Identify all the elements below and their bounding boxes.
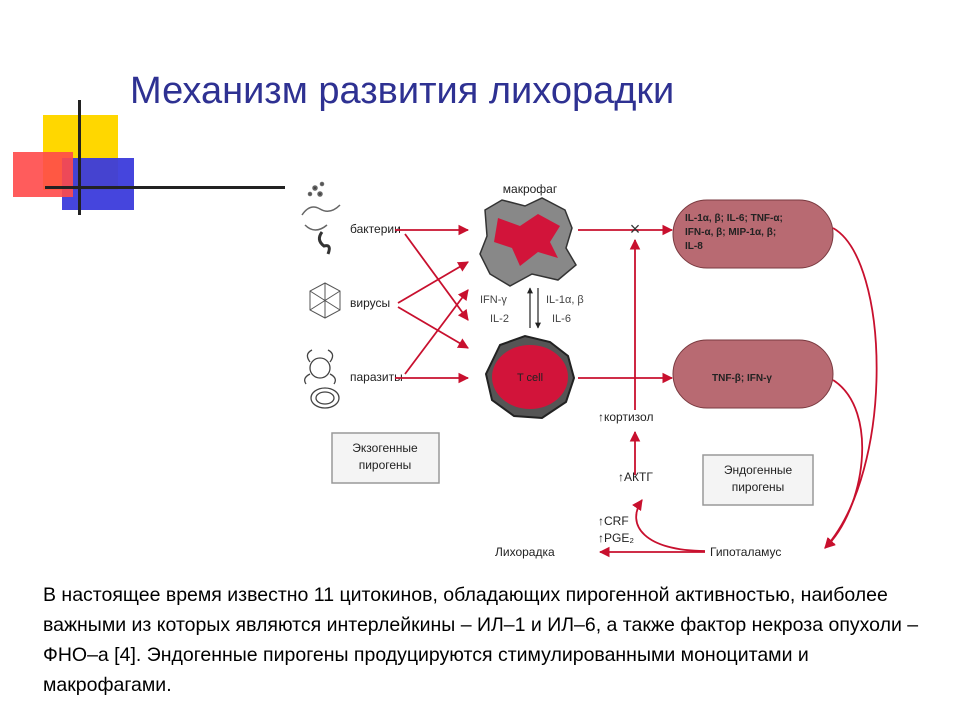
- exogenous-box: [331, 432, 440, 484]
- slide-caption: В настоящее время известно 11 цитокинов,…: [43, 584, 919, 696]
- bacteria-icon: [301, 181, 341, 255]
- endogenous-label-line2: пирогены: [732, 480, 785, 494]
- parasite-icon: [304, 349, 340, 409]
- deco-vertical-line: [78, 100, 81, 215]
- macrophage-nucleus: [494, 214, 560, 266]
- tcell-nucleus: [492, 345, 568, 409]
- viruses-label: вирусы: [350, 296, 390, 310]
- cytokine-il1: IL-1α, β: [546, 294, 584, 306]
- pathogen-arrows: [395, 224, 470, 384]
- crf-label: ↑CRF: [598, 514, 629, 528]
- pill1-line1: IL-1α, β; IL-6; TNF-α;: [685, 213, 783, 224]
- endogenous-label-line1: Эндогенные: [724, 463, 793, 477]
- acth-label: ↑АКТГ: [618, 470, 653, 484]
- exogenous-label-line1: Экзогенные: [352, 441, 418, 455]
- cytokine-pill-macrophage: [672, 199, 834, 269]
- macrophage-label: макрофаг: [503, 182, 558, 196]
- pill1-line3: IL-8: [685, 241, 703, 252]
- deco-horizontal-line: [45, 186, 285, 189]
- endogenous-box: [702, 454, 814, 506]
- cytokine-il6: IL-6: [552, 313, 571, 325]
- bacteria-label: бактерии: [350, 222, 401, 236]
- pill-to-hypothalamus-arrows: [598, 227, 878, 558]
- deco-red-square: [13, 152, 73, 197]
- hypothalamus-label: Гипоталамус: [710, 545, 781, 559]
- fever-mechanism-diagram: бактерии вирусы паразиты Экзогенные пиро…: [301, 181, 878, 559]
- slide-title: Механизм развития лихорадки: [130, 70, 675, 112]
- virus-icon: [309, 282, 341, 319]
- pill1-line2: IFN-α, β; MIP-1α, β;: [685, 227, 776, 238]
- deco-blue-square: [62, 158, 134, 210]
- parasites-label: паразиты: [350, 370, 403, 384]
- exogenous-label-line2: пирогены: [359, 458, 412, 472]
- pill2-text: TNF-β; IFN-γ: [712, 373, 772, 384]
- cortisol-label: ↑кортизол: [598, 410, 653, 424]
- block-mark: ×: [630, 219, 641, 239]
- output-arrows: [578, 224, 674, 410]
- cytokine-il2: IL-2: [490, 313, 509, 325]
- fever-label: Лихорадка: [495, 545, 555, 559]
- cytokine-pill-tcell: [672, 339, 834, 409]
- cytokine-ifn-gamma: IFN-γ: [480, 294, 507, 306]
- tcell-label: T cell: [517, 372, 543, 384]
- pge2-label: ↑PGE₂: [598, 531, 634, 545]
